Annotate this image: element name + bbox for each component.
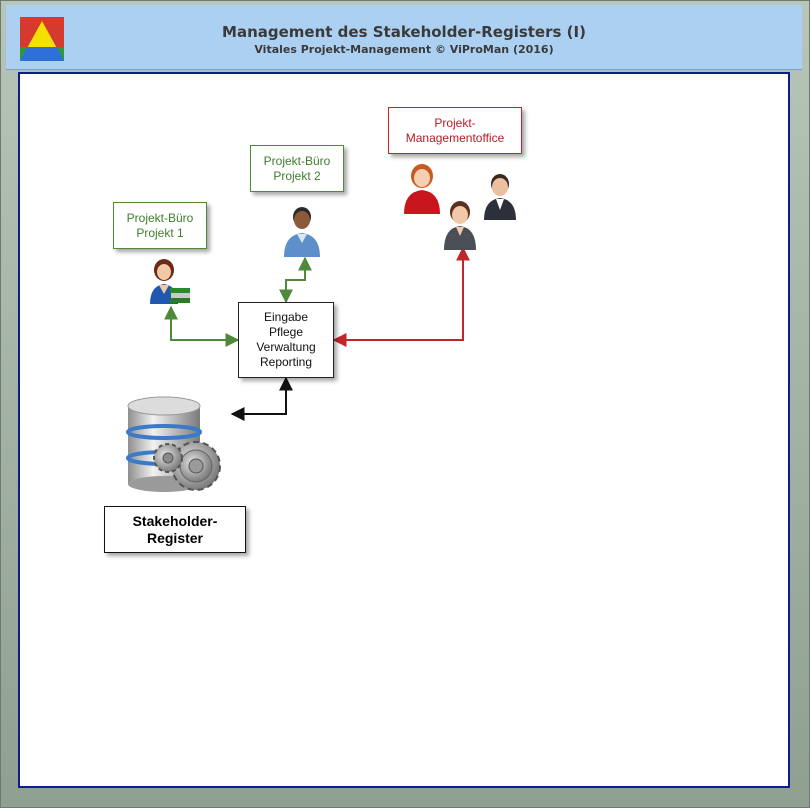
- center-line-1: Eingabe: [263, 310, 309, 324]
- box-center-process: Eingabe Pflege Verwaltung Reporting: [238, 302, 334, 378]
- box-pmo-line-1: Projekt-: [434, 115, 476, 130]
- man-icon: [284, 207, 320, 257]
- connector-pb2-center: [279, 256, 312, 304]
- register-line-2: Register: [146, 529, 204, 546]
- box-pb1-line-2: Projekt 1: [136, 225, 184, 240]
- register-line-1: Stakeholder-: [132, 512, 218, 529]
- box-pb1-line-1: Projekt-Büro: [126, 210, 194, 225]
- page-subtitle: Vitales Projekt-Management © ViProMan (2…: [254, 43, 554, 56]
- group-of-three-people-icon: [404, 164, 516, 250]
- box-pmo: Projekt- Managementoffice: [388, 107, 522, 154]
- connector-center-register: [230, 376, 293, 421]
- page-title: Management des Stakeholder-Registers (I): [222, 23, 586, 41]
- header-bar: Management des Stakeholder-Registers (I)…: [6, 5, 802, 70]
- center-line-4: Reporting: [259, 355, 313, 369]
- center-line-3: Verwaltung: [256, 340, 316, 354]
- connector-pb1-center: [164, 305, 240, 347]
- box-stakeholder-register: Stakeholder- Register: [104, 506, 246, 553]
- woman-with-books-icon: [150, 259, 190, 304]
- box-pmo-line-2: Managementoffice: [405, 130, 505, 145]
- box-projekt-buero-1: Projekt-Büro Projekt 1: [113, 202, 207, 249]
- center-line-2: Pflege: [268, 325, 304, 339]
- box-pb2-line-2: Projekt 2: [273, 168, 321, 183]
- box-pb2-line-1: Projekt-Büro: [263, 153, 331, 168]
- box-projekt-buero-2: Projekt-Büro Projekt 2: [250, 145, 344, 192]
- tricolor-triangle-logo-icon: [20, 17, 64, 61]
- connector-pmo-center: [332, 246, 470, 347]
- database-with-gears-icon: [126, 396, 221, 492]
